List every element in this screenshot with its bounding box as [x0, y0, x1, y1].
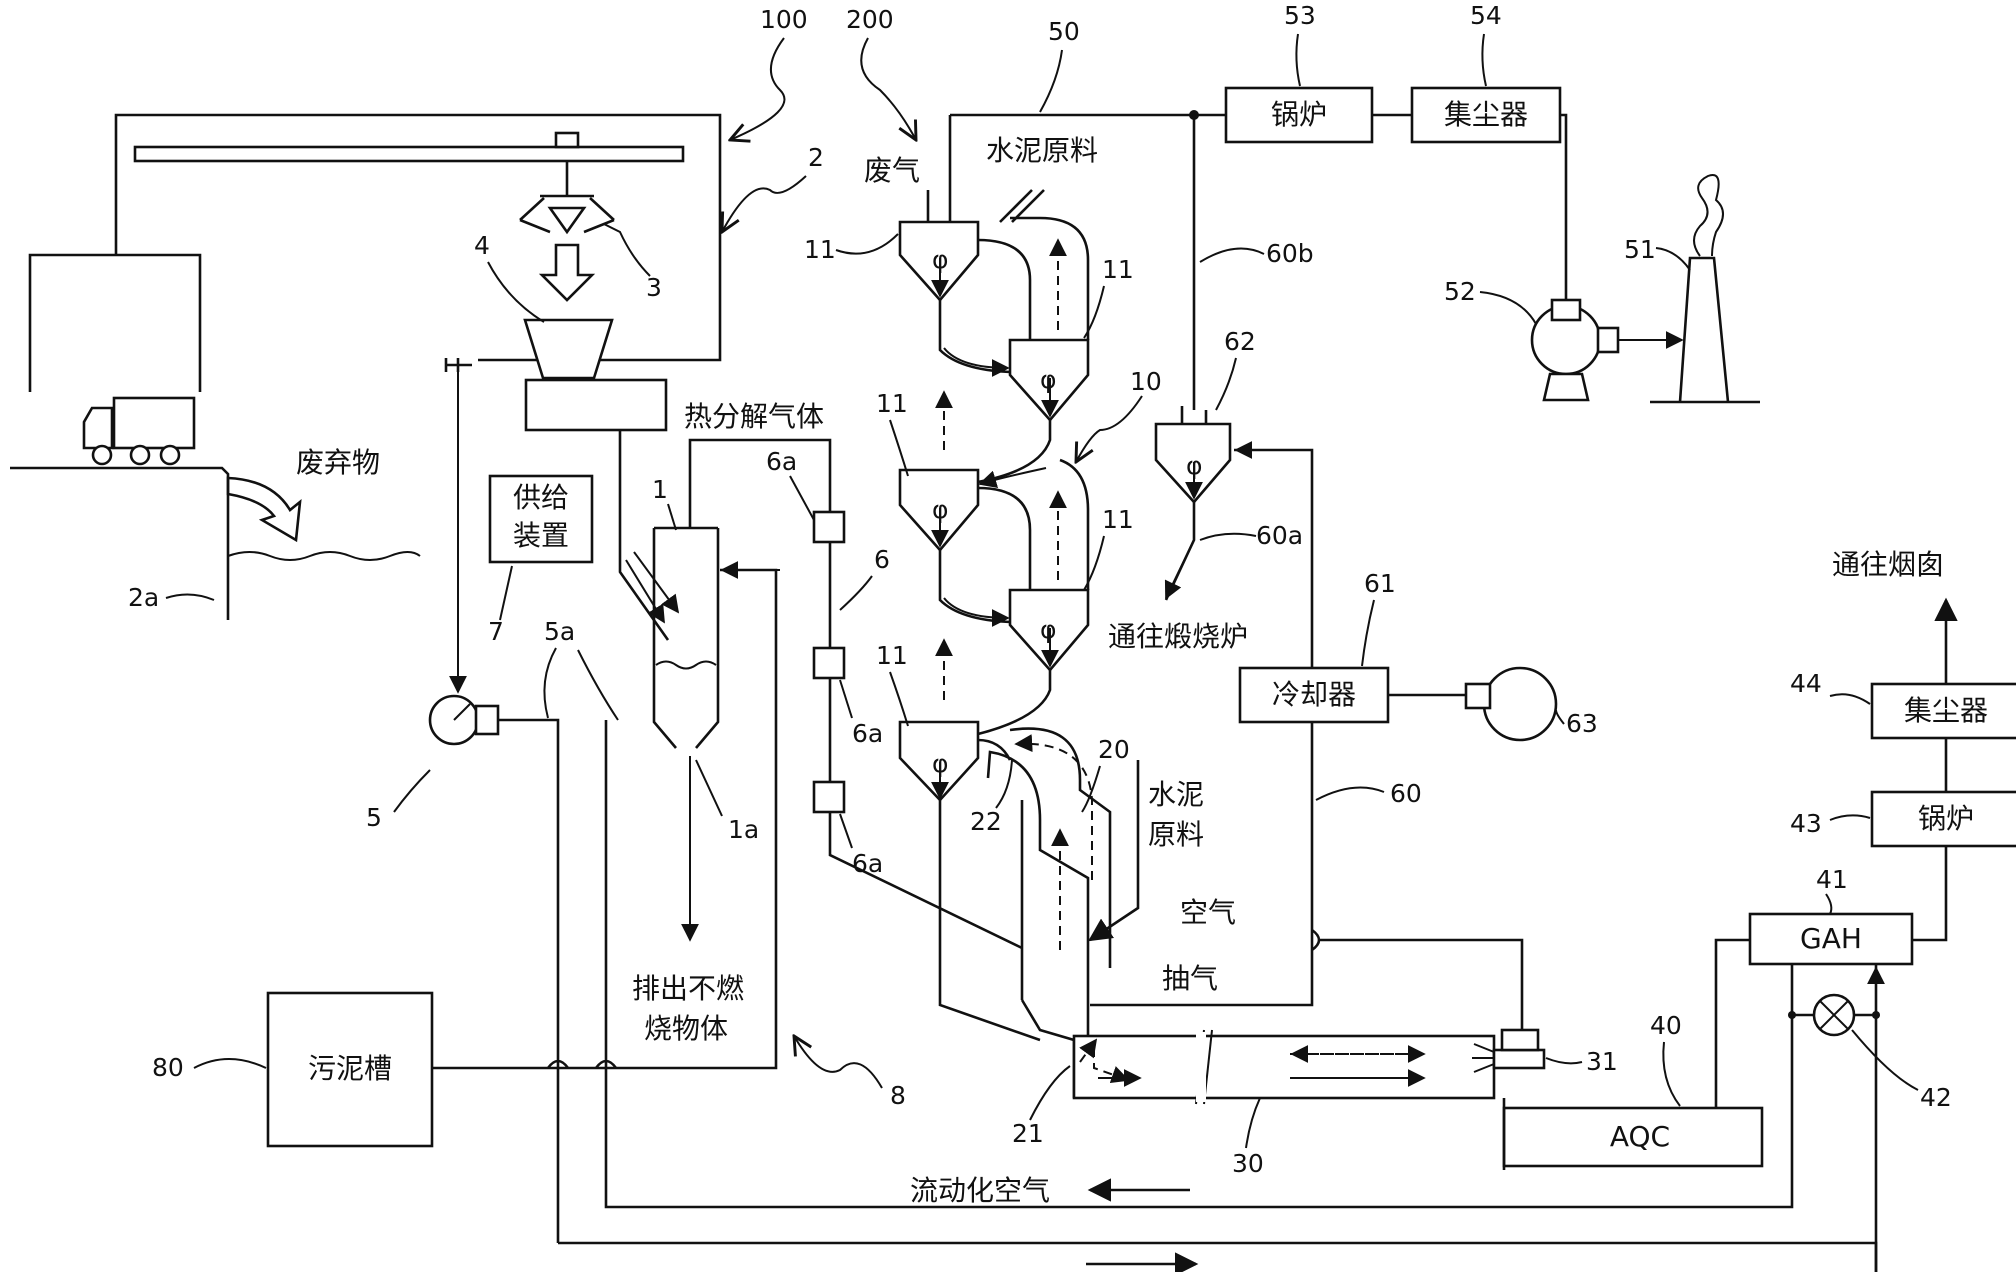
pyrolysis-gas-duct — [812, 510, 1023, 950]
ref-2a: 2a — [128, 583, 159, 612]
label-cement-raw-side-2: 原料 — [1148, 818, 1204, 851]
label-fluidizing-air: 流动化空气 — [910, 1174, 1050, 1207]
aqc-cooler: AQC — [1502, 1098, 1764, 1170]
ref-11-5: 11 — [876, 641, 908, 670]
label-exhaust-gas: 废气 — [864, 154, 920, 187]
ref-1a: 1a — [728, 815, 759, 844]
ref-6a-2: 6a — [852, 719, 883, 748]
exhaust-fan-52 — [1530, 298, 1684, 402]
dust-collector-54: 集尘器 — [1410, 86, 1562, 144]
label-to-chimney: 通往烟囱 — [1832, 548, 1944, 581]
ref-7: 7 — [488, 617, 504, 646]
valve-42 — [1788, 964, 1885, 1272]
label-waste: 废弃物 — [296, 446, 380, 479]
ref-22: 22 — [970, 807, 1002, 836]
ref-42: 42 — [1920, 1083, 1952, 1112]
ref-6: 6 — [874, 545, 890, 574]
ref-5a: 5a — [544, 617, 575, 646]
boiler-43: 锅炉 — [1870, 790, 2016, 848]
ref-50: 50 — [1048, 17, 1080, 46]
ref-11-1: 11 — [804, 235, 836, 264]
calciner — [938, 727, 1140, 1042]
ref-61: 61 — [1364, 569, 1396, 598]
ref-60: 60 — [1390, 779, 1422, 808]
label-cement-raw-top: 水泥原料 — [986, 134, 1098, 167]
aqc-label: AQC — [1610, 1120, 1670, 1153]
ref-6a-1: 6a — [766, 447, 797, 476]
feed-hopper — [523, 318, 668, 432]
label-pyrolysis-gas: 热分解气体 — [684, 400, 824, 433]
ref-40: 40 — [1650, 1011, 1682, 1040]
ref-62: 62 — [1224, 327, 1256, 356]
ref-6a-3: 6a — [852, 849, 883, 878]
ref-31: 31 — [1586, 1047, 1618, 1076]
supply-device-label-2: 装置 — [513, 519, 569, 552]
ref-200: 200 — [846, 5, 894, 34]
gasification-furnace — [652, 438, 832, 749]
grab-bucket — [519, 194, 615, 235]
ref-52: 52 — [1444, 277, 1476, 306]
ref-53: 53 — [1284, 1, 1316, 30]
ref-60a: 60a — [1256, 521, 1303, 550]
ref-10: 10 — [1130, 367, 1162, 396]
ref-21: 21 — [1012, 1119, 1044, 1148]
cooler-label: 冷却器 — [1272, 678, 1356, 711]
waste-pit — [10, 466, 421, 620]
reference-numerals: 100 200 2 3 4 2a 1 1a 5 5a 6 6a 6a 6a 7 … — [128, 1, 1952, 1178]
garbage-truck-icon — [82, 396, 196, 466]
label-to-calciner: 通往煅烧炉 — [1108, 620, 1248, 653]
cooling-fan-63 — [1464, 666, 1558, 742]
supply-device: 供给 装置 — [488, 474, 594, 564]
ref-44: 44 — [1790, 669, 1822, 698]
supply-device-label-1: 供给 — [513, 481, 569, 514]
rotary-kiln — [1020, 999, 1546, 1105]
ref-20: 20 — [1098, 735, 1130, 764]
ref-5: 5 — [366, 803, 382, 832]
ref-11-2: 11 — [1102, 255, 1134, 284]
ref-1: 1 — [652, 475, 668, 504]
dust-collector-44: 集尘器 — [1870, 682, 2016, 740]
label-extract-gas: 抽气 — [1162, 962, 1218, 995]
gah-label: GAH — [1800, 922, 1862, 955]
sludge-tank-label: 污泥槽 — [308, 1052, 392, 1085]
ref-43: 43 — [1790, 809, 1822, 838]
gas-air-heater: GAH — [1748, 912, 1914, 966]
ref-54: 54 — [1470, 1, 1502, 30]
boiler-53: 锅炉 — [1224, 86, 1374, 144]
boiler-right-label: 锅炉 — [1918, 802, 1974, 835]
waste-flow-arrow — [226, 476, 302, 543]
svg-text:φ: φ — [1040, 365, 1057, 394]
ref-4: 4 — [474, 231, 490, 260]
bypass-system: φ — [1090, 115, 1321, 1007]
fluidizing-blower — [428, 372, 500, 746]
label-discharge-1: 排出不燃 — [632, 972, 744, 1005]
ref-100: 100 — [760, 5, 808, 34]
ref-80: 80 — [152, 1053, 184, 1082]
dust-right-label: 集尘器 — [1904, 694, 1988, 727]
label-air: 空气 — [1180, 896, 1236, 929]
ref-30: 30 — [1232, 1149, 1264, 1178]
boiler-top-label: 锅炉 — [1271, 98, 1327, 131]
ref-41: 41 — [1816, 865, 1848, 894]
chimney-51 — [1650, 174, 1760, 404]
sludge-tank: 污泥槽 — [266, 991, 434, 1148]
ref-2: 2 — [808, 143, 824, 172]
suspension-preheater: φ φ φ φ φ — [898, 115, 1090, 802]
ref-63: 63 — [1566, 709, 1598, 738]
ref-8: 8 — [890, 1081, 906, 1110]
dust-top-label: 集尘器 — [1444, 98, 1528, 131]
ref-11-3: 11 — [876, 389, 908, 418]
ref-60b: 60b — [1266, 239, 1314, 268]
ref-51: 51 — [1624, 235, 1656, 264]
bypass-cooler: 冷却器 — [1238, 666, 1390, 724]
svg-text:φ: φ — [1040, 615, 1057, 644]
ref-11-4: 11 — [1102, 505, 1134, 534]
label-cement-raw-side-1: 水泥 — [1148, 778, 1204, 811]
ref-3: 3 — [646, 273, 662, 302]
waste-building — [28, 113, 722, 432]
label-discharge-2: 烧物体 — [644, 1012, 728, 1045]
